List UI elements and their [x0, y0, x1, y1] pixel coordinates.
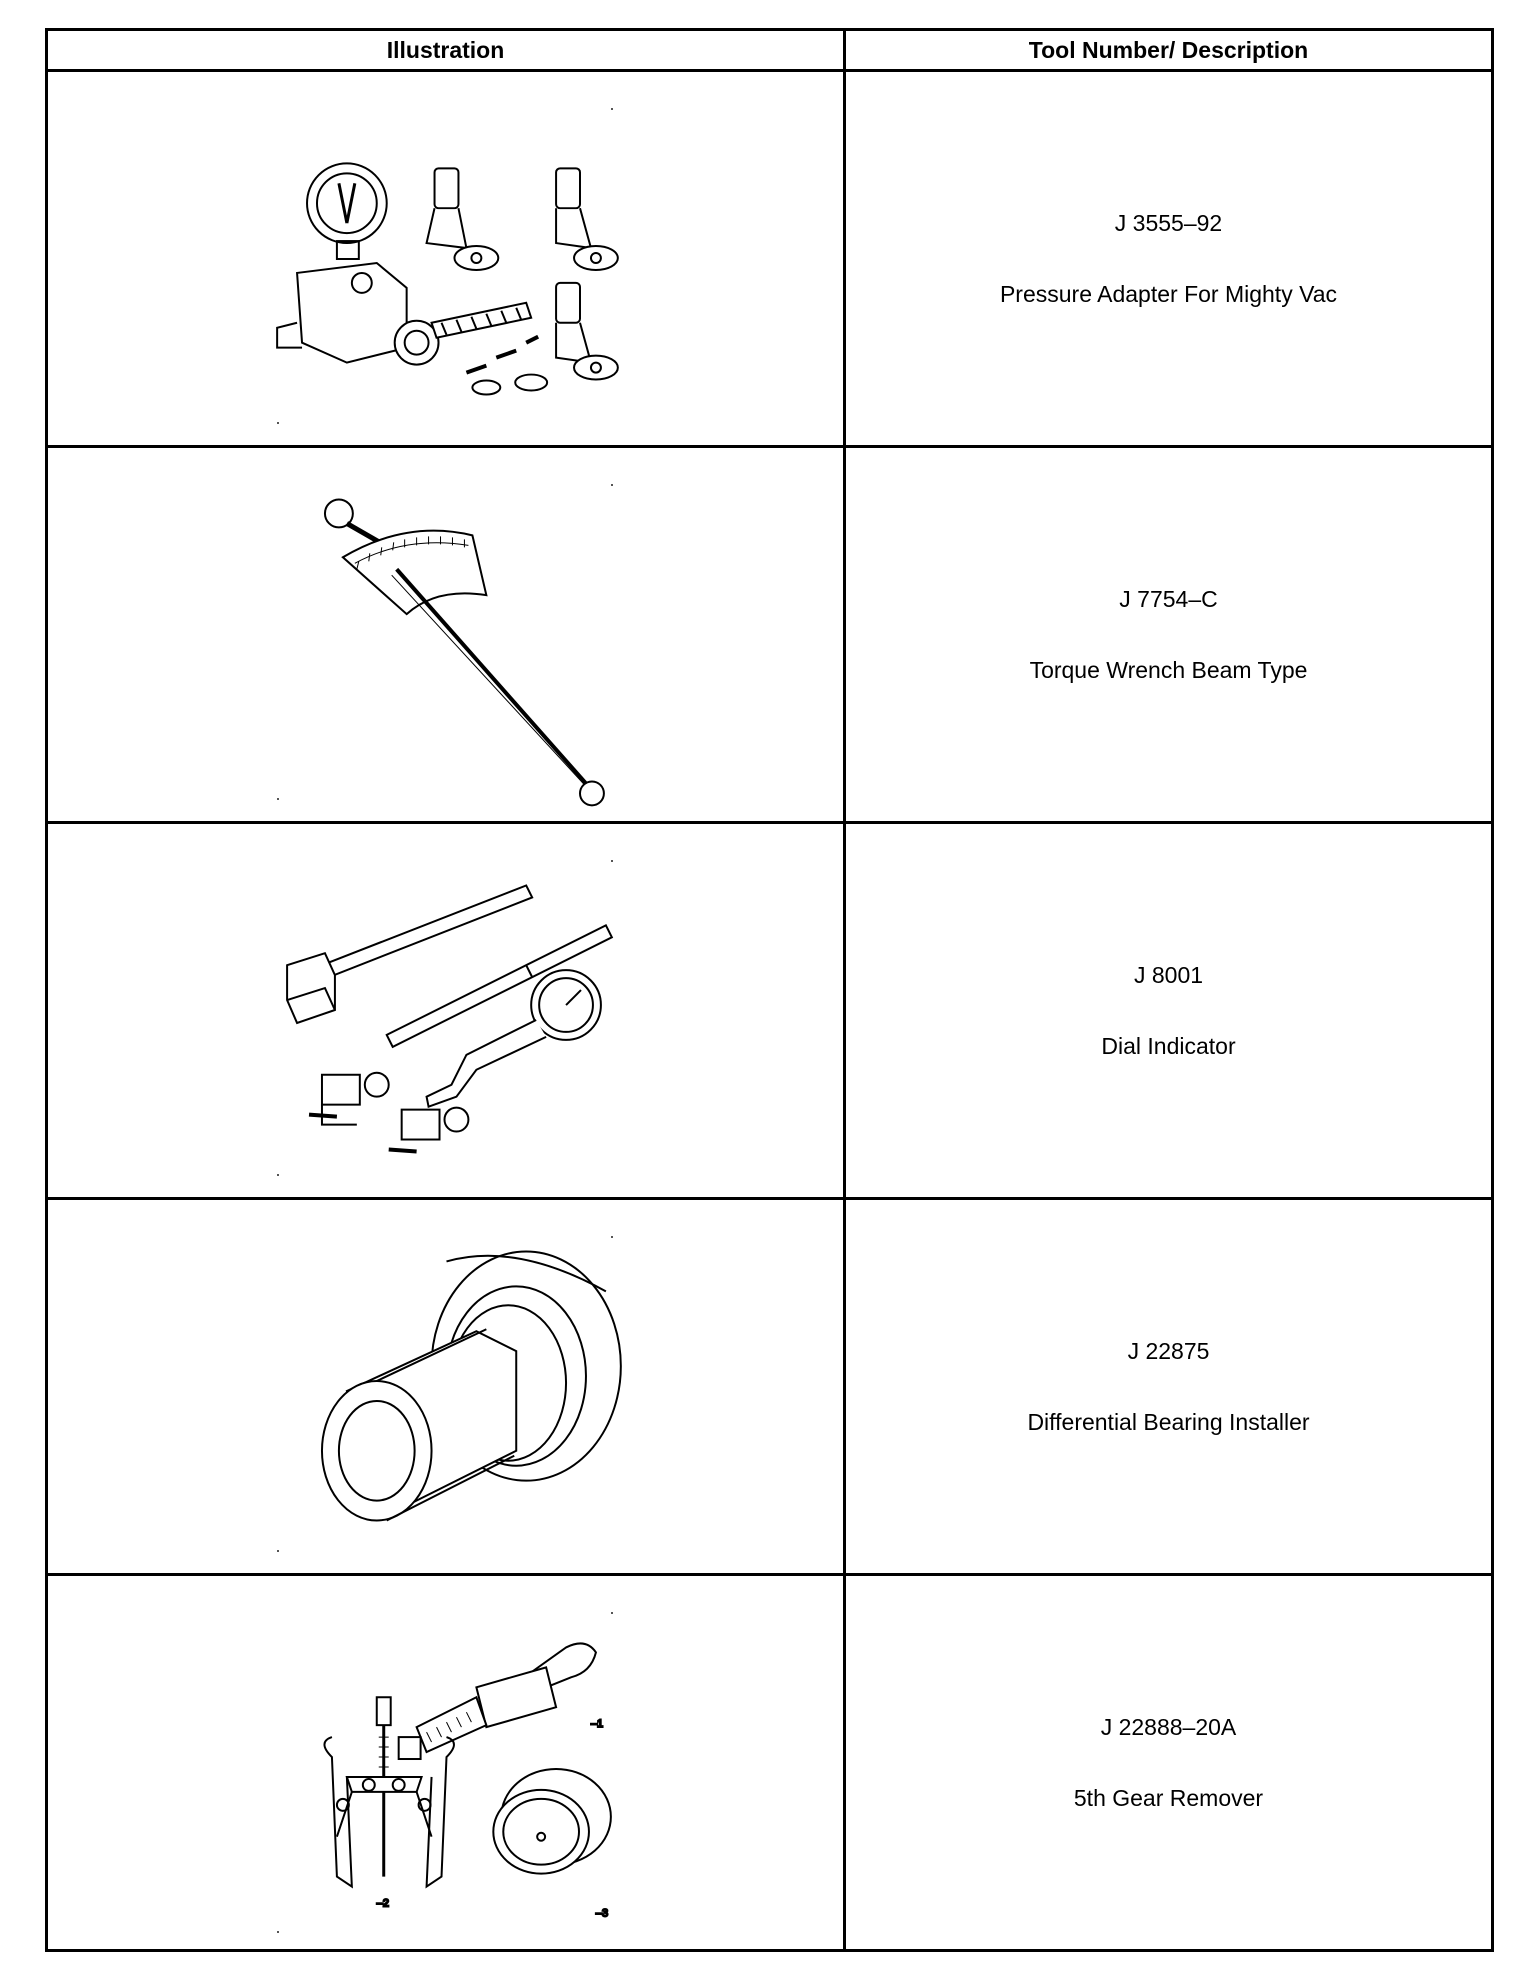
illustration-cell: –1 –2 –3: [45, 1573, 846, 1952]
description-cell: J 8001 Dial Indicator: [843, 821, 1494, 1200]
scan-speck: [611, 860, 613, 862]
table-row: –1 –2 –3 J 22888–20A 5th Gear Remover: [45, 1573, 1494, 1952]
tool-description: Dial Indicator: [1101, 1032, 1236, 1059]
part-label-2: –2: [377, 1897, 389, 1909]
illustration-cell: [45, 445, 846, 824]
tool-description: Torque Wrench Beam Type: [1029, 656, 1308, 683]
illustration-cell: [45, 821, 846, 1200]
tool-number: J 22875: [1127, 1337, 1210, 1364]
scan-speck: [277, 1174, 279, 1176]
tool-number: J 7754–C: [1119, 585, 1218, 612]
tool-description: Differential Bearing Installer: [1027, 1408, 1310, 1435]
scan-speck: [611, 108, 613, 110]
table-row: J 3555–92 Pressure Adapter For Mighty Va…: [45, 69, 1494, 448]
part-label-3: –3: [596, 1907, 608, 1919]
illustration-cell: [45, 69, 846, 448]
tool-description: Pressure Adapter For Mighty Vac: [999, 280, 1338, 307]
scan-speck: [277, 1550, 279, 1552]
table-row: J 8001 Dial Indicator: [45, 821, 1494, 1200]
part-label-1: –1: [591, 1718, 603, 1730]
scan-speck: [277, 1931, 279, 1933]
scan-speck: [611, 484, 613, 486]
dial-indicator-set-icon: [286, 884, 614, 1154]
pressure-adapter-kit-icon: [276, 162, 619, 396]
description-cell: J 22888–20A 5th Gear Remover: [843, 1573, 1494, 1952]
description-cell: J 7754–C Torque Wrench Beam Type: [843, 445, 1494, 824]
table-header-row: Illustration Tool Number/ Description: [45, 28, 1494, 72]
header-illustration: Illustration: [45, 28, 846, 72]
description-cell: J 3555–92 Pressure Adapter For Mighty Va…: [843, 69, 1494, 448]
scan-speck: [611, 1236, 613, 1238]
description-cell: J 22875 Differential Bearing Installer: [843, 1197, 1494, 1576]
scan-speck: [611, 1612, 613, 1614]
bearing-installer-icon: [320, 1250, 622, 1522]
tool-number: J 3555–92: [1114, 209, 1223, 236]
gear-puller-set-icon: –1 –2 –3: [323, 1642, 612, 1920]
scan-speck: [277, 422, 279, 424]
tool-number: J 22888–20A: [1100, 1713, 1237, 1740]
header-tool-description: Tool Number/ Description: [843, 28, 1494, 72]
table-row: J 22875 Differential Bearing Installer: [45, 1197, 1494, 1576]
tool-description: 5th Gear Remover: [1073, 1784, 1264, 1811]
torque-wrench-icon: [323, 498, 605, 807]
table-row: J 7754–C Torque Wrench Beam Type: [45, 445, 1494, 824]
tool-number: J 8001: [1133, 961, 1204, 988]
scan-speck: [277, 798, 279, 800]
special-tools-table: Illustration Tool Number/ Description: [45, 28, 1494, 1952]
illustration-cell: [45, 1197, 846, 1576]
